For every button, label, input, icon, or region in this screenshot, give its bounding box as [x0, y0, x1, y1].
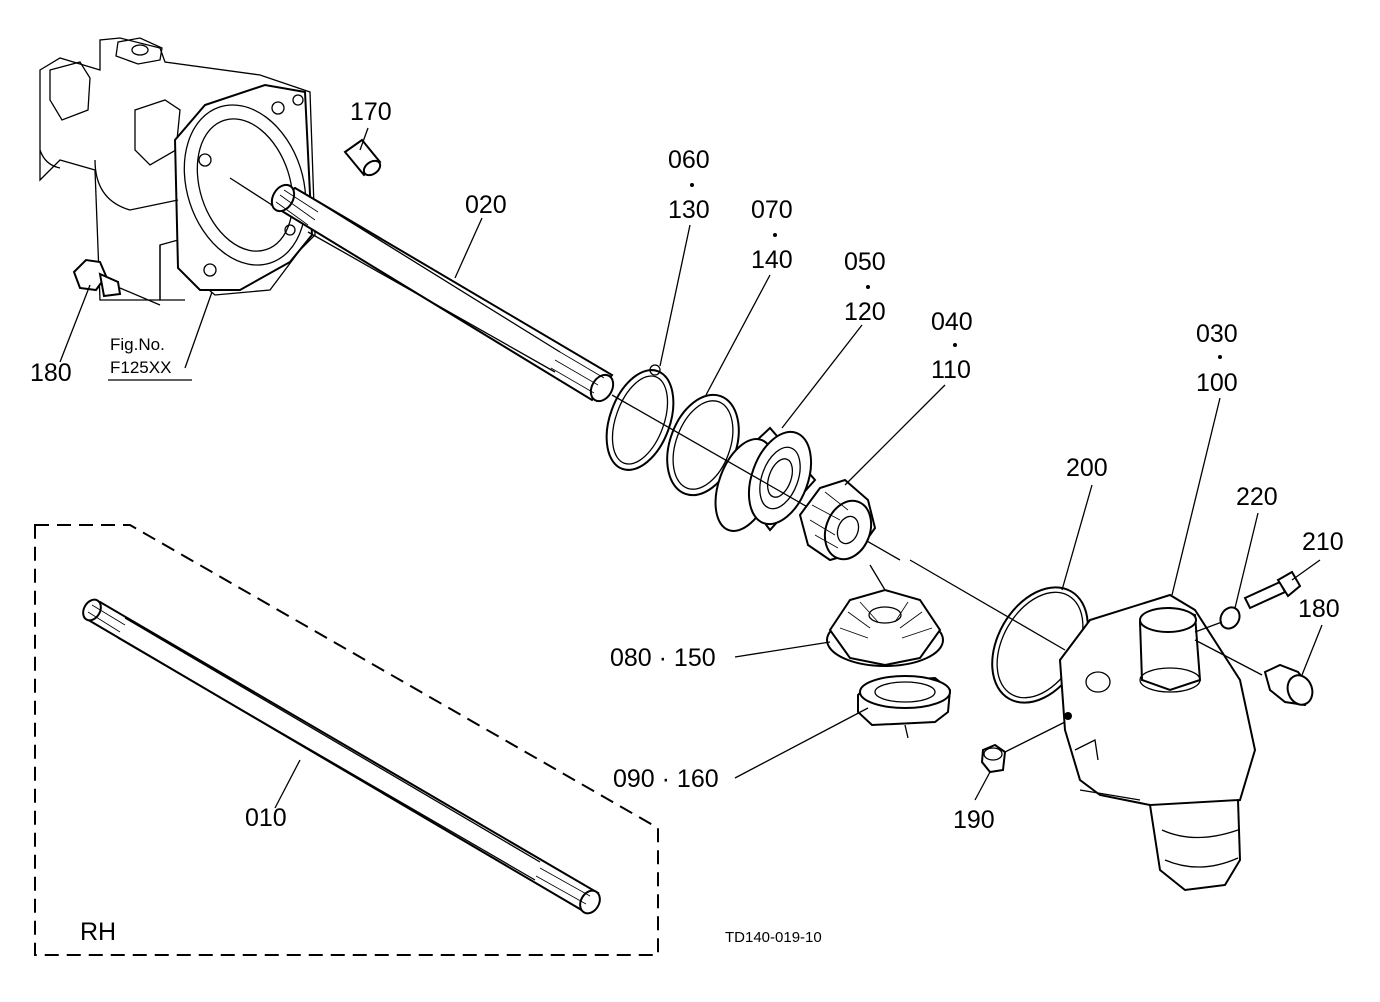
- callout-180-left: 180: [30, 359, 72, 387]
- bevel-pinion: [798, 478, 877, 562]
- callout-140: 140: [751, 246, 793, 274]
- callout-070: 070: [751, 196, 793, 224]
- callout-110: 110: [931, 356, 971, 384]
- separator-dot-070-140: [773, 233, 777, 237]
- callout-050: 050: [844, 248, 886, 276]
- gear-case: [909, 559, 1257, 892]
- rh-label: RH: [80, 918, 116, 946]
- drive-shaft-rh: [82, 598, 601, 915]
- separator-dot-060-130: [690, 183, 694, 187]
- rh-dashed-box: [34, 524, 659, 956]
- callout-010: 010: [245, 804, 287, 832]
- callout-090-160: 090 · 160: [613, 765, 719, 793]
- lower-bearing: [857, 675, 952, 739]
- small-plug: [980, 712, 1072, 774]
- callout-210: 210: [1302, 528, 1344, 556]
- drain-plug-left: [72, 258, 161, 306]
- drawing-code: TD140-019-10: [725, 929, 822, 946]
- callout-020: 020: [465, 191, 507, 219]
- separator-dot-050-120: [866, 285, 870, 289]
- separator-dot-030-100: [1218, 355, 1222, 359]
- callout-190: 190: [953, 806, 995, 834]
- callout-060: 060: [668, 146, 710, 174]
- drive-shaft-upper: [229, 177, 615, 403]
- callout-080-150: 080 · 150: [610, 644, 716, 672]
- callout-040: 040: [931, 308, 973, 336]
- callout-220: 220: [1236, 483, 1278, 511]
- callout-120: 120: [844, 298, 886, 326]
- callout-100: 100: [1196, 369, 1238, 397]
- leader-lines: [59, 127, 1323, 809]
- separator-dot-040-110: [953, 343, 957, 347]
- callout-180-right: 180: [1298, 595, 1340, 623]
- dowel-pin: [343, 138, 382, 177]
- callout-200: 200: [1066, 454, 1108, 482]
- snap-ring: [605, 364, 675, 471]
- callout-130: 130: [668, 196, 710, 224]
- bevel-gear: [826, 564, 944, 667]
- drain-plug-right: [1194, 639, 1314, 707]
- fig-ref-line1: Fig.No.: [110, 335, 165, 354]
- axle-housing: [39, 37, 316, 301]
- callout-030: 030: [1196, 320, 1238, 348]
- fig-ref-line2: F125XX: [110, 358, 171, 377]
- callout-170: 170: [350, 98, 392, 126]
- washer-and-bolt: [1194, 570, 1302, 633]
